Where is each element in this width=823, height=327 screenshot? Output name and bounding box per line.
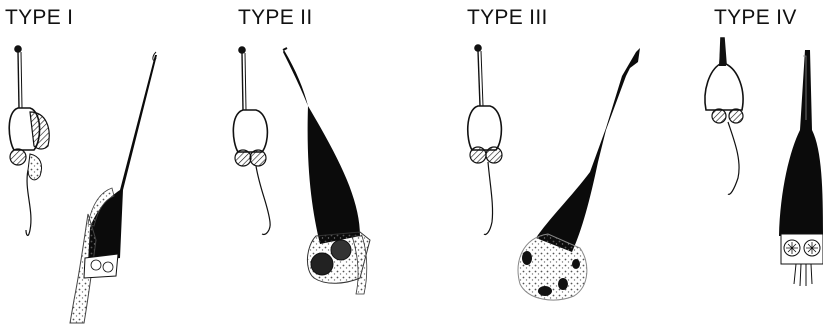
type-4-schematic xyxy=(705,38,743,194)
type-3-schematic xyxy=(468,44,502,234)
type-1-cell xyxy=(70,52,157,323)
type-4-cell xyxy=(779,50,823,286)
type-2-schematic xyxy=(233,46,270,234)
type-1-schematic xyxy=(9,45,49,235)
type-3-cell xyxy=(518,48,640,300)
type-2-cell xyxy=(283,48,370,294)
